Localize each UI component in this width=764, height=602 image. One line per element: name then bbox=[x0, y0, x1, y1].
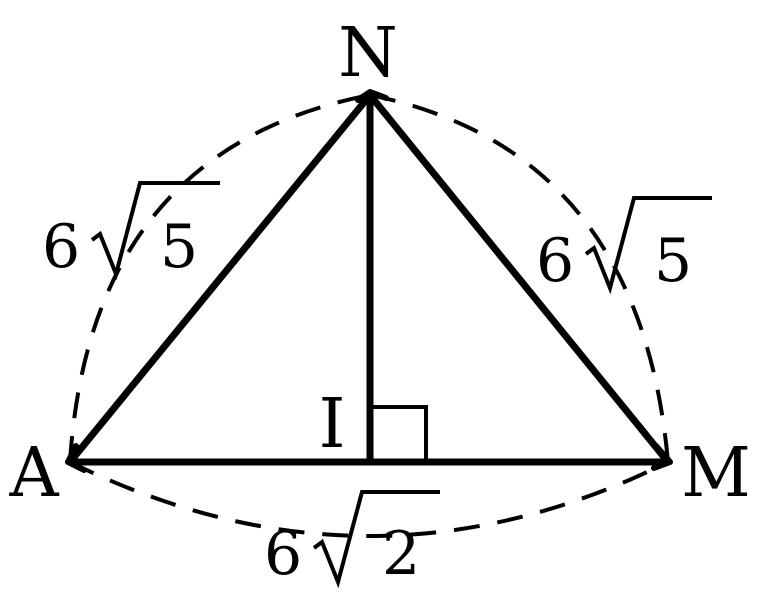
point-label-n: N bbox=[338, 14, 398, 93]
length-an-radicand: 5 bbox=[160, 212, 198, 282]
point-label-m: M bbox=[681, 434, 751, 513]
dashed-arc-an bbox=[68, 93, 371, 463]
length-am-radicand: 2 bbox=[382, 519, 420, 589]
length-label-an: 6 5 bbox=[42, 181, 220, 282]
dashed-arc-nm bbox=[369, 93, 670, 463]
dashed-arc-am bbox=[69, 460, 669, 538]
length-label-nm: 6 5 bbox=[536, 196, 712, 296]
edge-an bbox=[66, 91, 374, 466]
point-label-a: A bbox=[8, 434, 59, 513]
radical-sign-icon bbox=[312, 490, 440, 589]
arrowhead-m bbox=[651, 443, 673, 471]
edge-nm bbox=[366, 91, 672, 466]
arrowhead-n bbox=[355, 89, 389, 103]
length-nm-coef: 6 bbox=[536, 226, 574, 296]
radical-sign-icon bbox=[90, 181, 220, 281]
length-label-am: 6 2 bbox=[264, 490, 440, 589]
radical-sign-icon bbox=[584, 196, 712, 295]
length-nm-radicand: 5 bbox=[654, 226, 692, 296]
point-label-i: I bbox=[319, 385, 346, 464]
right-angle-marker bbox=[370, 405, 428, 462]
length-am-coef: 6 bbox=[264, 519, 302, 589]
arrowhead-a bbox=[65, 443, 87, 473]
length-an-coef: 6 bbox=[42, 212, 80, 282]
